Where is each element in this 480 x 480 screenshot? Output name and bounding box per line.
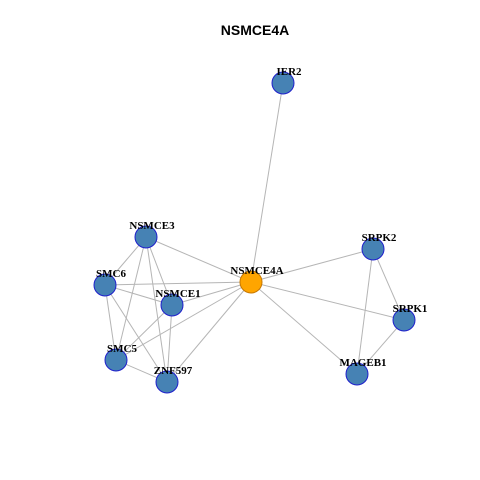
node-label-nsmce3: NSMCE3 [129, 220, 175, 232]
edge-nsmce4a-nsmce1 [171, 281, 252, 306]
edge-smc6-znf597 [104, 284, 168, 383]
edge-nsmce4a-smc6 [104, 281, 252, 286]
node-label-smc6: SMC6 [96, 268, 126, 280]
node-ier2[interactable] [271, 71, 295, 95]
edge-nsmce1-smc5 [115, 304, 173, 361]
node-label-mageb1: MAGEB1 [339, 357, 386, 369]
edge-srpk2-srpk1 [372, 248, 405, 321]
node-srpk1[interactable] [392, 308, 416, 332]
node-smc5[interactable] [104, 348, 128, 372]
node-label-nsmce4a: NSMCE4A [230, 265, 283, 277]
node-label-ier2: IER2 [276, 66, 302, 78]
edge-srpk2-mageb1 [356, 248, 374, 375]
edge-smc6-smc5 [104, 284, 117, 361]
edge-nsmce4a-srpk1 [250, 281, 405, 321]
edge-nsmce4a-ier2 [250, 82, 284, 283]
node-label-srpk1: SRPK1 [393, 303, 428, 315]
edge-nsmce4a-srpk2 [250, 248, 374, 283]
edge-nsmce3-znf597 [145, 236, 168, 383]
edge-nsmce3-nsmce1 [145, 236, 173, 306]
node-nsmce4a[interactable] [239, 270, 263, 294]
node-label-smc5: SMC5 [107, 343, 137, 355]
node-nsmce1[interactable] [160, 293, 184, 317]
edge-nsmce3-smc5 [115, 236, 147, 361]
node-label-nsmce1: NSMCE1 [155, 288, 200, 300]
diagram-title: NSMCE4A [221, 22, 289, 38]
node-nsmce3[interactable] [134, 225, 158, 249]
edge-layer [104, 82, 405, 383]
edge-nsmce4a-znf597 [166, 281, 252, 383]
node-smc6[interactable] [93, 273, 117, 297]
node-mageb1[interactable] [345, 362, 369, 386]
node-label-srpk2: SRPK2 [362, 232, 397, 244]
node-znf597[interactable] [155, 370, 179, 394]
edge-nsmce4a-smc5 [115, 281, 252, 361]
node-label-znf597: ZNF597 [154, 365, 193, 377]
edge-srpk1-mageb1 [356, 319, 405, 375]
edge-smc6-nsmce1 [104, 284, 173, 306]
edge-nsmce4a-nsmce3 [145, 236, 252, 283]
edge-nsmce1-znf597 [166, 304, 173, 383]
node-layer [93, 71, 416, 394]
edge-nsmce4a-mageb1 [250, 281, 358, 375]
node-srpk2[interactable] [361, 237, 385, 261]
